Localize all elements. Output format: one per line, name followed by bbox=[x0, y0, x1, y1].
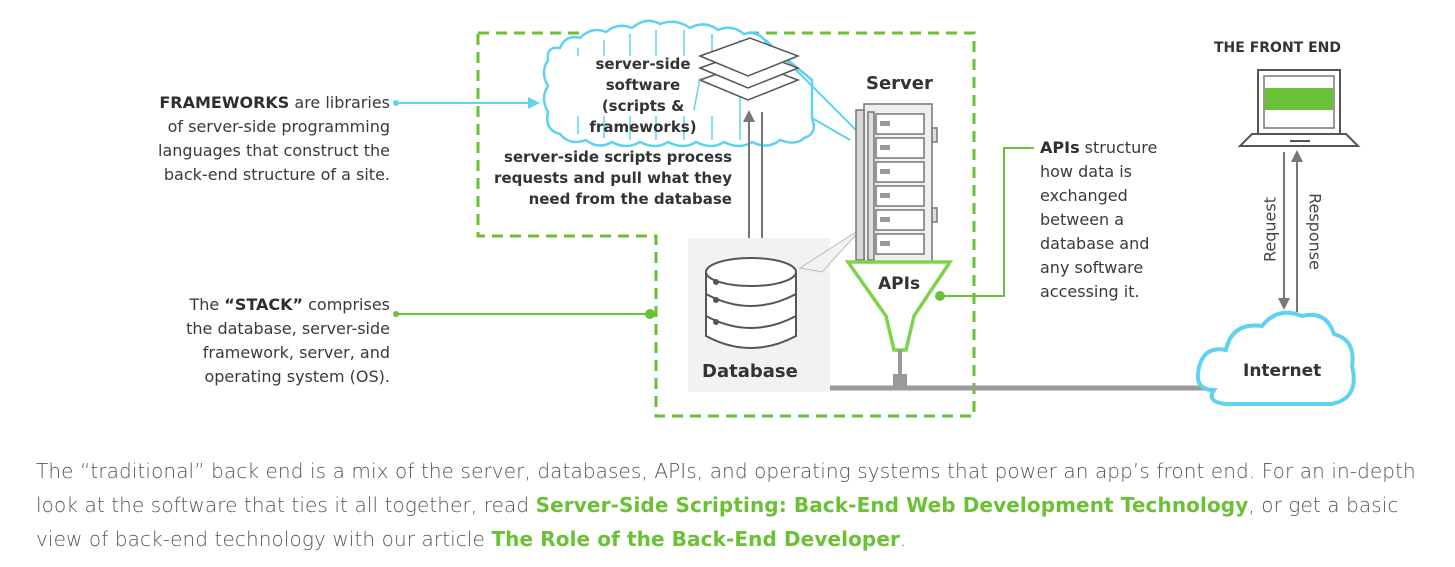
caption-text-2: , or get a basic view of back-end techno… bbox=[36, 493, 1399, 551]
caption-text-1: The “traditional” back end is a mix of t… bbox=[36, 459, 1416, 517]
server-label: Server bbox=[866, 73, 933, 94]
stack-note-line-1: The “STACK” comprises bbox=[189, 295, 390, 314]
frameworks-note: FRAMEWORKS are libraries of server-side … bbox=[100, 91, 390, 187]
frameworks-note-line-3: languages that construct the bbox=[158, 141, 390, 160]
response-label: Response bbox=[1305, 193, 1325, 270]
stack-note-line-4: operating system (OS). bbox=[204, 367, 390, 386]
database-icon bbox=[705, 257, 797, 349]
scripts-note: server-side scripts process requests and… bbox=[494, 148, 732, 208]
request-response-arrows bbox=[1278, 150, 1303, 312]
server-slots bbox=[875, 113, 925, 255]
request-label: Request bbox=[1260, 197, 1280, 262]
server-slot-lights bbox=[880, 121, 890, 246]
caption-text-3: . bbox=[899, 527, 907, 551]
database-label: Database bbox=[702, 361, 798, 382]
stack-boundary bbox=[476, 31, 976, 418]
diagram-graphics bbox=[393, 19, 1361, 418]
stack-note-line-2: the database, server-side bbox=[186, 319, 390, 338]
backend-diagram: FRAMEWORKS are libraries of server-side … bbox=[100, 19, 1361, 418]
frameworks-note-line-4: back-end structure of a site. bbox=[163, 165, 390, 184]
software-label: server-side software (scripts & framewor… bbox=[589, 55, 697, 136]
apis-note-line-1: APIs structure bbox=[1040, 138, 1158, 157]
apis-funnel bbox=[844, 260, 954, 352]
apis-funnel-label: APIs bbox=[878, 274, 921, 294]
frameworks-note-line-2: of server-side programming bbox=[167, 117, 390, 136]
backend-developer-role-link[interactable]: The Role of the Back-End Developer bbox=[491, 527, 900, 551]
pages-icon bbox=[697, 37, 801, 101]
stack-note-line-3: framework, server, and bbox=[202, 343, 390, 362]
caption-paragraph: The “traditional” back end is a mix of t… bbox=[36, 454, 1436, 556]
laptop-icon bbox=[1237, 69, 1361, 147]
apis-note: APIs structure how data is exchanged bet… bbox=[1040, 136, 1210, 304]
front-end-label: THE FRONT END bbox=[1214, 40, 1341, 56]
internet-label: Internet bbox=[1243, 361, 1322, 381]
server-side-scripting-link[interactable]: Server-Side Scripting: Back-End Web Deve… bbox=[535, 493, 1249, 517]
internet-cloud bbox=[1195, 310, 1356, 406]
frameworks-note-line-1: FRAMEWORKS are libraries bbox=[159, 93, 390, 112]
stack-note: The “STACK” comprises the database, serv… bbox=[100, 293, 390, 389]
